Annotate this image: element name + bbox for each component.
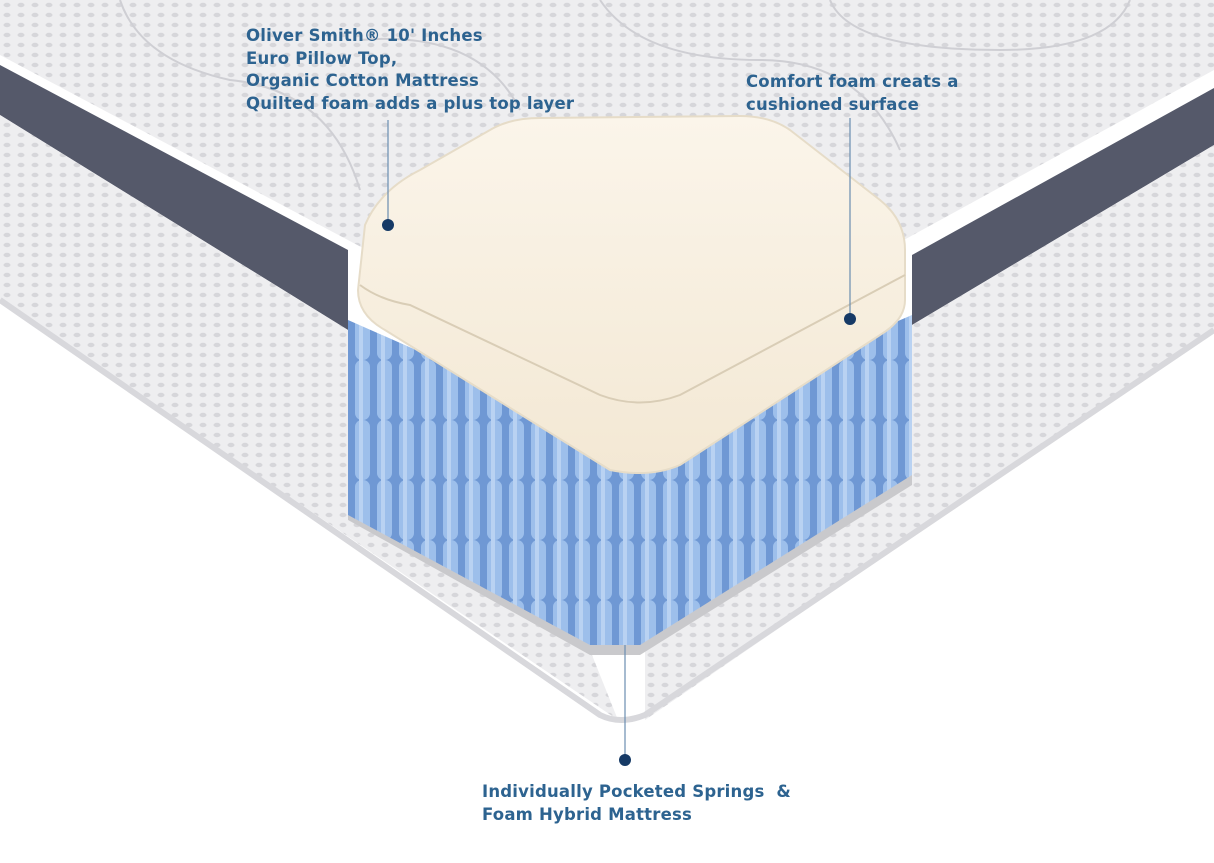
callout-line: Organic Cotton Mattress xyxy=(246,71,479,90)
callout-line: Quilted foam adds a plus top layer xyxy=(246,93,575,113)
callout-line: Oliver Smith® 10' Inches xyxy=(246,26,483,45)
callout-line: Individually Pocketed Springs & xyxy=(482,782,791,801)
quilting-lines xyxy=(119,0,1131,191)
callout-springs: Individually Pocketed Springs & Foam Hyb… xyxy=(482,781,791,826)
callout-line: Euro Pillow Top, xyxy=(246,48,398,68)
callout-comfort-foam: Comfort foam creats a cushioned surface xyxy=(746,71,959,116)
callout-line: Foam Hybrid Mattress xyxy=(482,804,693,824)
callout-top-layer: Oliver Smith® 10' Inches Euro Pillow Top… xyxy=(246,25,574,115)
callout-line: Comfort foam creats a xyxy=(746,72,959,91)
marker-dot-bottom xyxy=(619,754,631,766)
comfort-foam-layer xyxy=(356,114,906,474)
callout-line: cushioned surface xyxy=(746,94,919,114)
side-band-right xyxy=(912,88,1214,325)
mattress-side-right xyxy=(645,145,1214,720)
side-band-left xyxy=(0,65,348,330)
marker-dot-top-right xyxy=(844,313,856,325)
marker-dot-top-left xyxy=(382,219,394,231)
mattress-side-left xyxy=(0,115,618,720)
